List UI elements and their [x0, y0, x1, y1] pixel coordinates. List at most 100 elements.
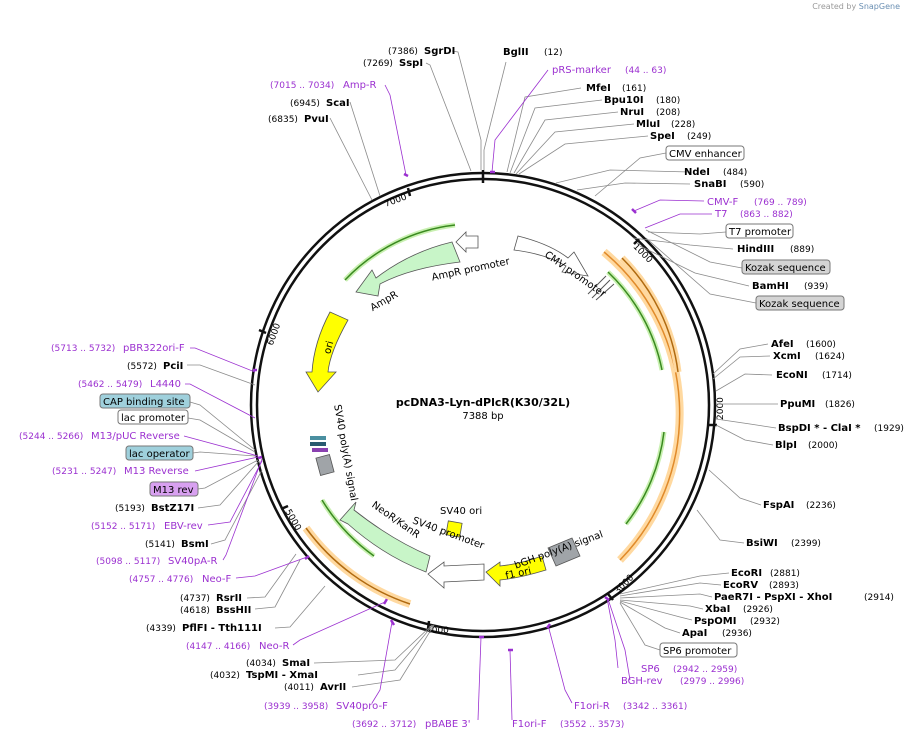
site-xbai[interactable]: XbaI [705, 604, 730, 615]
primer-neo-r[interactable]: Neo-R [259, 641, 290, 652]
primer-sp6[interactable]: SP6 [641, 664, 660, 675]
primer-m13-puc-reverse-pos: (5244 .. 5266) [19, 432, 83, 442]
primer-sv40pro-f-pos: (3939 .. 3958) [264, 702, 328, 712]
leader-lines-boxed [187, 152, 757, 651]
site-ndei[interactable]: NdeI [684, 167, 710, 178]
site-scai[interactable]: ScaI [326, 98, 350, 109]
site-scai-pos: (6945) [290, 99, 320, 109]
site-ecori[interactable]: EcoRI [731, 568, 762, 579]
box-lac-operator[interactable] [125, 445, 194, 461]
primer-sv40pa-r[interactable]: SV40pA-R [168, 556, 217, 567]
ori-arrow [305, 311, 349, 393]
tick-5000: 5000 [282, 508, 302, 533]
primer-pbr322ori-f[interactable]: pBR322ori-F [123, 343, 185, 354]
primer-ebv-rev[interactable]: EBV-rev [164, 521, 203, 532]
tick-6000: 6000 [266, 322, 283, 347]
box-t7-promoter[interactable] [725, 223, 794, 239]
site-tspmi-xmai[interactable]: TspMI - XmaI [246, 670, 318, 681]
box-cmv-enhancer-label: CMV enhancer [669, 149, 743, 160]
site-sgrdi[interactable]: SgrDI [424, 46, 455, 57]
ampr-promoter-arrow [455, 231, 479, 253]
box-kozak-2[interactable] [755, 295, 845, 311]
primer-ebv-rev-pos: (5152 .. 5171) [91, 522, 155, 532]
site-spei[interactable]: SpeI [650, 131, 675, 142]
site-bamhi[interactable]: BamHI [752, 281, 789, 292]
leader-lines-primers [183, 69, 712, 721]
primer-sv40pro-f[interactable]: SV40pro-F [336, 701, 388, 712]
site-bsshii[interactable]: BssHII [216, 605, 251, 616]
site-pflfi-tth111i[interactable]: PflFI - Tth111I [182, 623, 262, 634]
site-rsrii[interactable]: RsrII [216, 593, 242, 604]
site-econi[interactable]: EcoNI [776, 370, 808, 381]
site-nrui[interactable]: NruI [620, 107, 644, 118]
site-afei[interactable]: AfeI [771, 339, 794, 350]
primer-pbabe-3[interactable]: pBABE 3' [425, 719, 471, 730]
promoter-ticks [587, 275, 615, 301]
site-ppumi[interactable]: PpuMI [780, 399, 815, 410]
site-apai[interactable]: ApaI [682, 628, 707, 639]
lac-region-mark-1 [310, 436, 326, 440]
green-arc-right-1-line [607, 271, 663, 371]
site-fspai-pos: (2236) [806, 501, 836, 511]
green-arc-top-line [344, 224, 456, 281]
leader-lines-right [483, 61, 778, 634]
primer-f1ori-f-pos: (3552 .. 3573) [560, 720, 624, 730]
site-bspdi-clai-pos: (1929) [874, 424, 904, 434]
site-bstz17i[interactable]: BstZ17I [151, 503, 194, 514]
site-smai-pos: (4034) [246, 659, 276, 669]
primer-m13-puc-reverse[interactable]: M13/pUC Reverse [91, 431, 180, 442]
site-afei-pos: (1600) [806, 340, 836, 350]
box-m13-rev[interactable] [149, 481, 199, 497]
site-sspi[interactable]: SspI [399, 58, 423, 69]
site-bpu10i-pos: (180) [656, 96, 680, 106]
orange-arc-left-line [305, 527, 411, 605]
site-pcii[interactable]: PciI [163, 361, 183, 372]
site-bglii[interactable]: BglII [503, 47, 529, 58]
site-hindiii[interactable]: HindIII [737, 244, 774, 255]
box-cmv-enhancer[interactable] [665, 145, 745, 161]
primer-l4440[interactable]: L4440 [150, 379, 181, 390]
sv40-polya-box [315, 454, 335, 476]
primer-l4440-pos: (5462 .. 5479) [78, 380, 142, 390]
primer-cmv-f[interactable]: CMV-F [707, 197, 738, 208]
site-xcmi[interactable]: XcmI [773, 351, 801, 362]
site-bsiwi[interactable]: BsiWI [746, 538, 778, 549]
box-sp6-promoter[interactable] [659, 642, 738, 658]
site-pcii-pos: (5572) [127, 362, 157, 372]
site-smai[interactable]: SmaI [282, 658, 310, 669]
primer-bgh-rev[interactable]: BGH-rev [621, 676, 663, 687]
site-paer7i-pspxi-xhoi[interactable]: PaeR7I - PspXI - XhoI [714, 592, 832, 603]
primer-m13-reverse[interactable]: M13 Reverse [124, 466, 189, 477]
site-mlui[interactable]: MluI [636, 119, 660, 130]
primer-amp-r[interactable]: Amp-R [343, 80, 377, 91]
box-lac-promoter[interactable] [117, 409, 189, 425]
box-cap-binding-site[interactable] [99, 393, 191, 409]
primer-prs-marker[interactable]: pRS-marker [552, 65, 612, 76]
box-kozak-1[interactable] [741, 259, 831, 275]
site-pvui[interactable]: PvuI [304, 114, 329, 125]
site-ppumi-pos: (1826) [825, 400, 855, 410]
site-bpu10i[interactable]: Bpu10I [604, 95, 644, 106]
site-mfei[interactable]: MfeI [586, 83, 611, 94]
site-ecorv[interactable]: EcoRV [723, 580, 758, 591]
site-fspai[interactable]: FspAI [763, 500, 794, 511]
site-avrii-pos: (4011) [284, 683, 314, 693]
site-mlui-pos: (228) [671, 120, 695, 130]
site-pspomi[interactable]: PspOMI [694, 616, 736, 627]
primer-neo-f[interactable]: Neo-F [202, 574, 232, 585]
site-snabi[interactable]: SnaBI [694, 179, 726, 190]
primer-f1ori-f[interactable]: F1ori-F [512, 719, 547, 730]
site-nrui-pos: (208) [656, 108, 680, 118]
lac-region-mark-2 [310, 442, 326, 446]
site-bspdi-clai[interactable]: BspDI * - ClaI * [778, 423, 861, 434]
box-sp6-promoter-label: SP6 promoter [663, 646, 732, 657]
site-avrii[interactable]: AvrII [320, 682, 346, 693]
site-ecori-pos: (2881) [770, 569, 800, 579]
site-blpi[interactable]: BlpI [775, 440, 797, 451]
primer-f1ori-r[interactable]: F1ori-R [574, 701, 610, 712]
f1-ori-arrow [485, 555, 547, 587]
primer-t7[interactable]: T7 [714, 209, 727, 220]
primer-labels: pRS-marker(44 .. 63) CMV-F(769 .. 789) T… [19, 65, 807, 730]
site-bsmi[interactable]: BsmI [181, 539, 209, 550]
